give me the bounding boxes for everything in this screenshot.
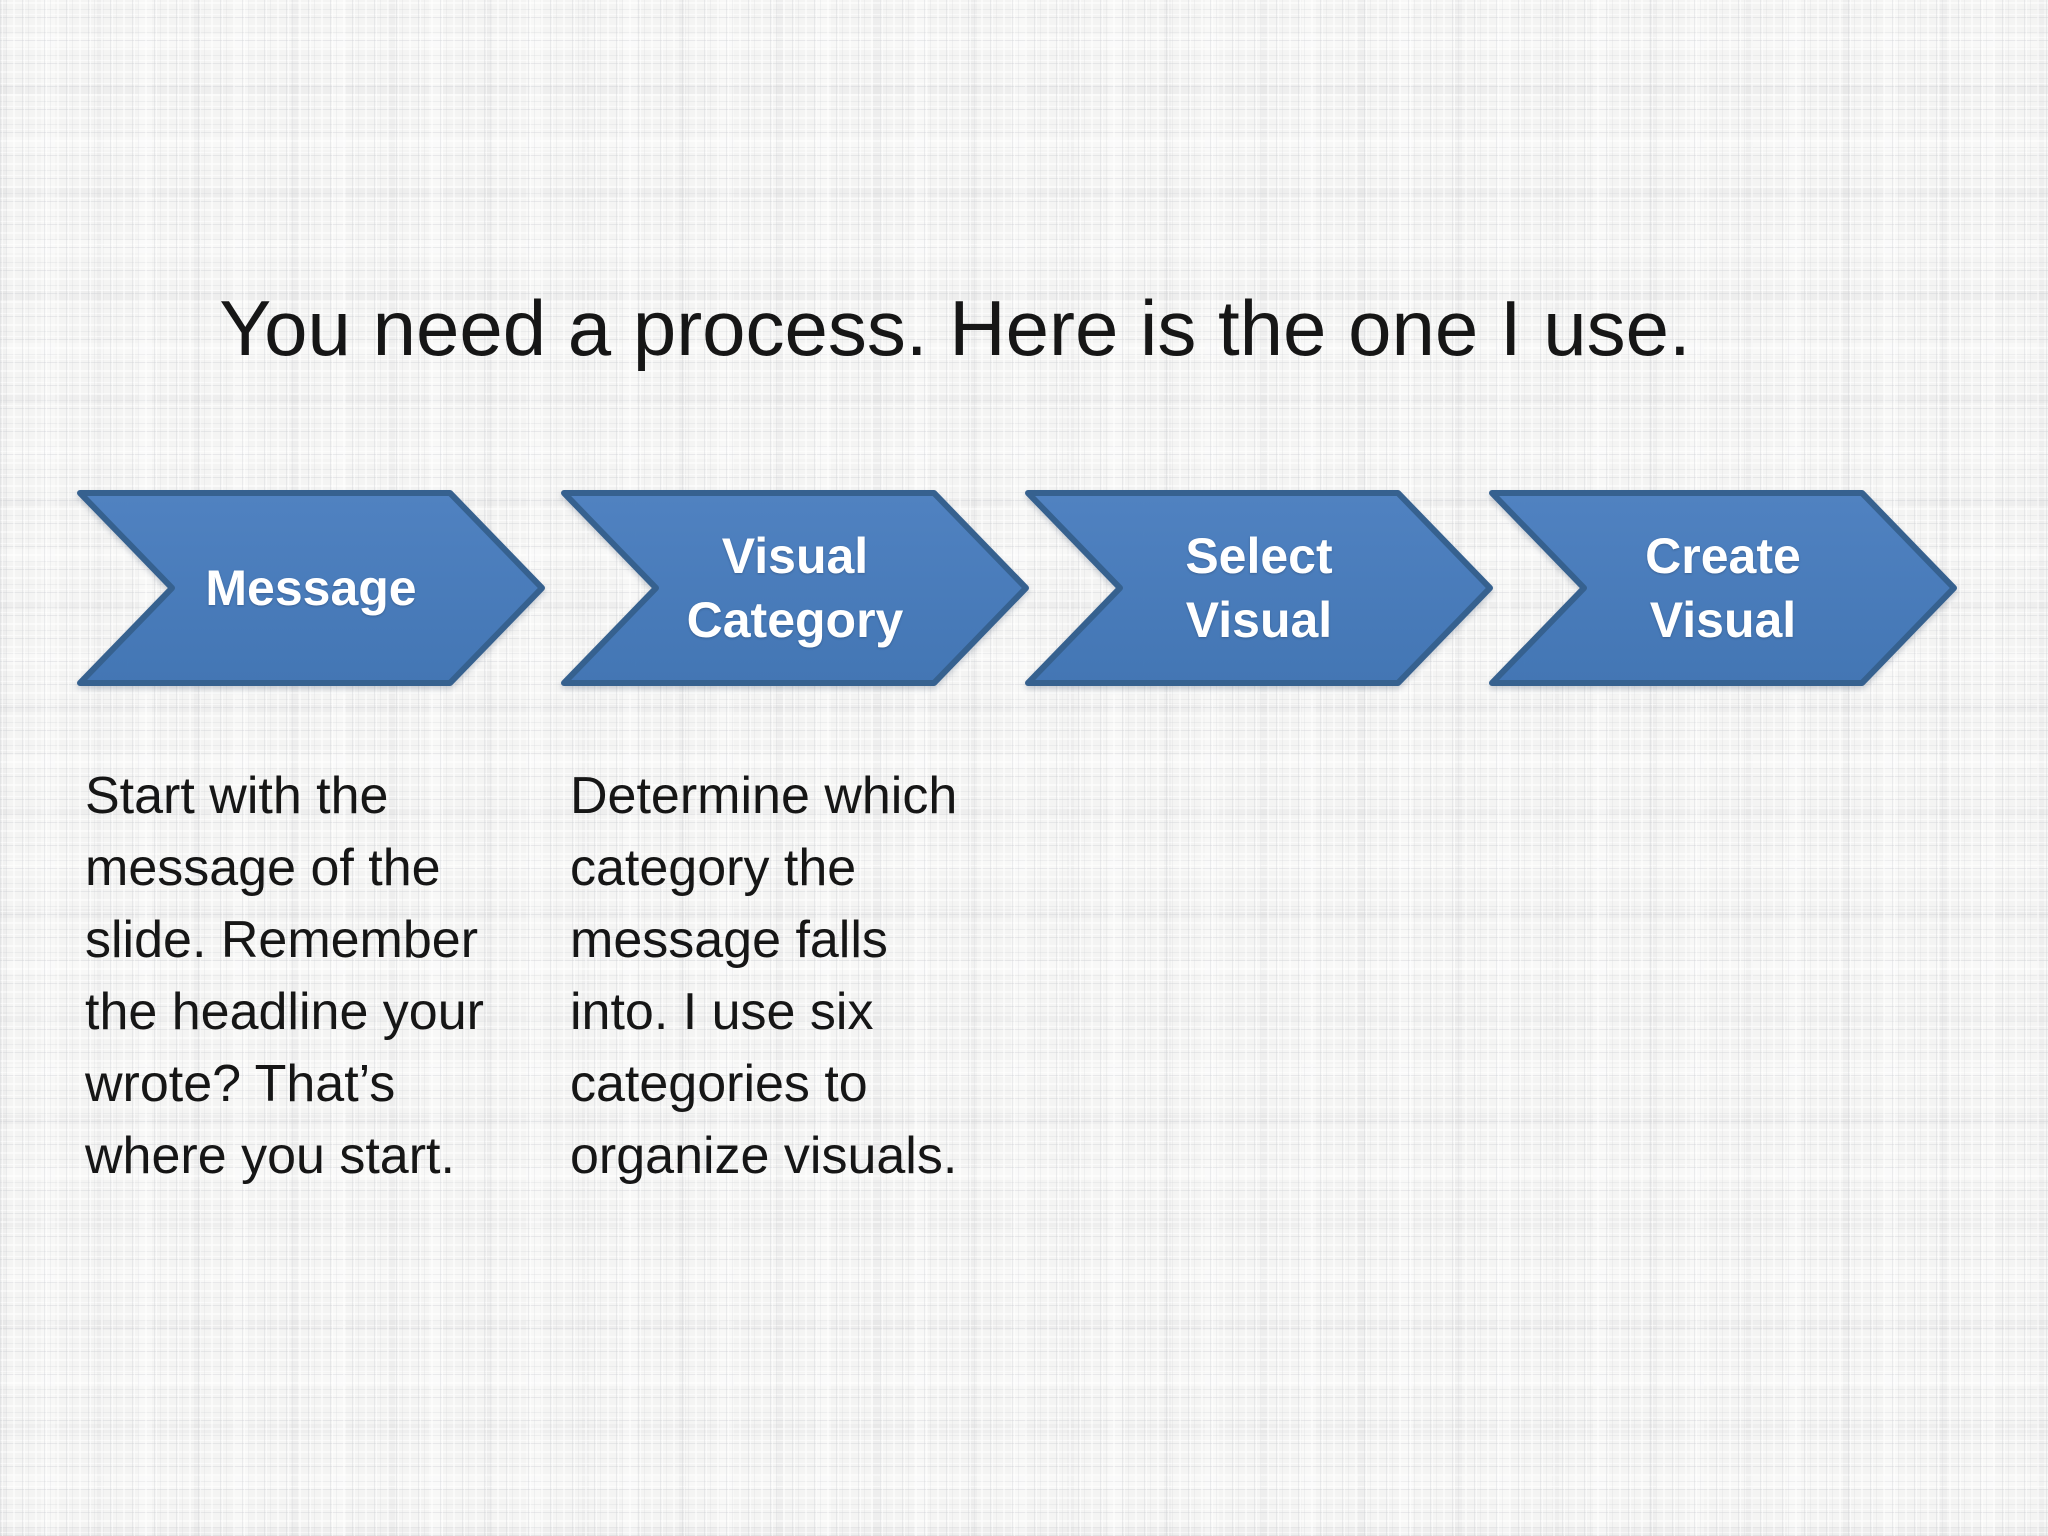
chevron-arrow-shape [1025,490,1493,686]
step-description-line: organize visuals. [570,1127,958,1185]
step-description-line: categories to [570,1055,868,1113]
chevron-arrow-shape [561,490,1029,686]
step-description-line: slide. Remember [85,911,479,969]
step-description-line: where you start. [85,1127,455,1185]
step-description-line: into. I use six [570,983,874,1041]
process-step-label-line: Visual [1649,592,1797,648]
step-description: Determine which category the message falls… [570,760,957,1192]
chevron-arrow-shape [1489,490,1957,686]
process-step-label-line: Message [205,560,417,616]
process-step-label: Message [80,493,542,683]
step-description-line: the headline your [85,983,484,1041]
process-step-label-line: Visual [1185,592,1333,648]
process-step-label-line: Create [1645,528,1801,584]
process-step-label-line: Visual [721,528,869,584]
process-step-label-line: Select [1185,528,1333,584]
process-step-message: Message [77,490,545,686]
step-description-line: message of the [85,839,441,897]
process-step-label-line: Category [686,592,904,648]
step-description-line: wrote? That’s [85,1055,396,1113]
step-description-line: message falls [570,911,888,969]
step-description: Start with the message of the slide. Remem… [85,760,484,1192]
slide-title: You need a process. Here is the one I us… [219,284,1691,372]
step-description-line: Determine which [570,767,958,825]
step-description-line: category the [570,839,857,897]
step-description-line: Start with the [85,767,389,825]
chevron-arrow-shape [77,490,545,686]
